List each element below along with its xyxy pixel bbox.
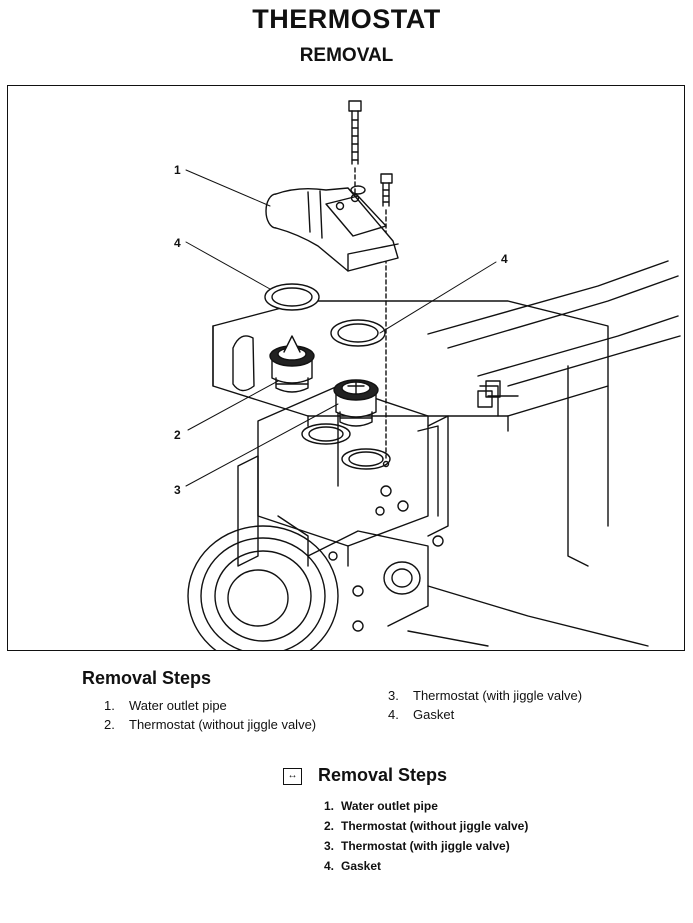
list-item: 2.Thermostat (without jiggle valve): [324, 819, 529, 833]
list-item: 1.Water outlet pipe: [324, 799, 438, 813]
thermostat-exploded-diagram: [185, 100, 681, 650]
callout-1: 1: [174, 163, 181, 177]
thermostat-drawings: [269, 335, 379, 427]
callout-4-left: 4: [174, 236, 181, 250]
gasket-drawings: [264, 283, 386, 347]
callout-3: 3: [174, 483, 181, 497]
engine-block-drawing: [187, 260, 681, 650]
exploded-view-figure: 1 4 4 2 3: [7, 85, 685, 651]
callout-4-right: 4: [501, 252, 508, 266]
removal-steps-heading: Removal Steps: [82, 668, 212, 688]
list-item: 1.Water outlet pipe: [104, 698, 227, 713]
installation-steps-list: 1.Water outlet pipe 2.Thermostat (withou…: [324, 796, 528, 876]
list-item: 3.Thermostat (with jiggle valve): [324, 839, 510, 853]
callout-2: 2: [174, 428, 181, 442]
list-item: 2.Thermostat (without jiggle valve): [104, 717, 317, 732]
list-item: 4.Gasket: [324, 859, 382, 873]
installation-steps-heading: Removal Steps: [318, 765, 448, 785]
list-item: 4.Gasket: [388, 707, 455, 722]
removal-steps-list-right: 3.Thermostat (with jiggle valve) 4.Gaske…: [388, 687, 658, 725]
page-title: THERMOSTAT: [252, 4, 441, 34]
removal-steps-list-left: 1.Water outlet pipe 2.Thermostat (withou…: [104, 697, 319, 735]
list-item: 3.Thermostat (with jiggle valve): [388, 688, 583, 703]
page-subtitle: REMOVAL: [299, 45, 394, 66]
callout-leader-lines: [185, 169, 497, 487]
water-outlet-pipe-drawing: [265, 185, 399, 272]
arrows-icon: ↔: [283, 768, 302, 785]
